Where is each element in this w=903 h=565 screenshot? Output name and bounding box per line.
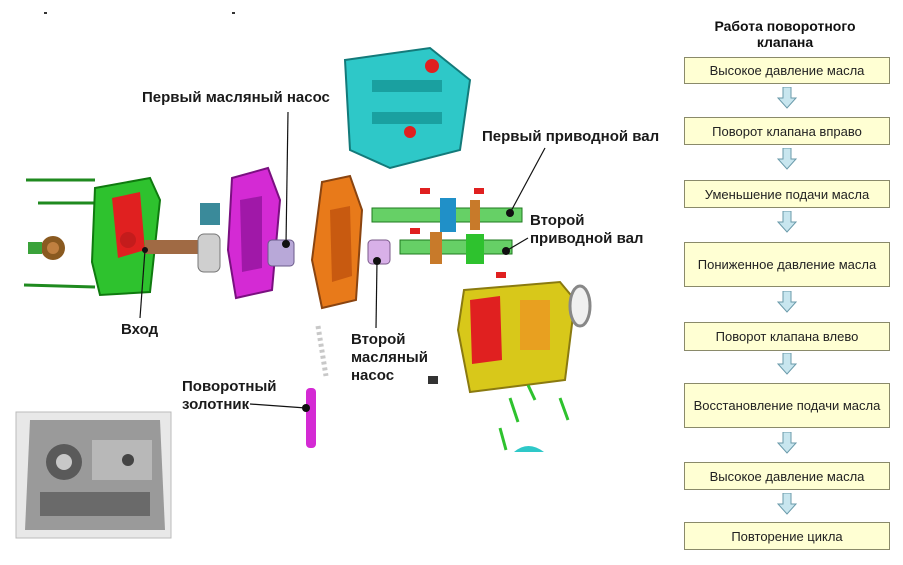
- rotary-spool: [302, 325, 329, 448]
- second-drive-shaft: [399, 232, 513, 264]
- flowchart-title: Работа поворотного клапана: [714, 18, 856, 50]
- magenta-pump-body: [226, 166, 282, 300]
- green-front-cover: [90, 176, 162, 297]
- down-arrow-icon: [777, 291, 797, 313]
- label-rotary-spool: Поворотный золотник: [182, 378, 277, 413]
- yellow-housing: [456, 280, 577, 394]
- label-second-oil-pump: Второй масляный насос: [351, 331, 428, 384]
- corner-marks: [44, 12, 235, 14]
- teal-gear: [200, 203, 220, 225]
- label-second-drive-shaft: Второй приводной вал: [530, 212, 644, 247]
- inlet-shaft: [145, 233, 221, 273]
- photo-inset: [15, 411, 172, 539]
- down-arrow-icon: [777, 353, 797, 375]
- bolts-bottom: [498, 384, 570, 451]
- down-arrow-icon: [777, 211, 797, 233]
- flow-step-8: Повторение цикла: [684, 522, 890, 550]
- leader-lines: [139, 111, 546, 409]
- down-arrow-icon: [777, 432, 797, 454]
- down-arrow-icon: [777, 493, 797, 515]
- flow-step-7: Высокое давление масла: [684, 462, 890, 490]
- down-arrow-icon: [777, 148, 797, 170]
- flow-step-3: Уменьшение подачи масла: [684, 180, 890, 208]
- red-clips: [410, 188, 506, 278]
- label-first-drive-shaft: Первый приводной вал: [482, 128, 660, 145]
- bolts-left: [23, 178, 100, 289]
- pump1-rotor: [267, 239, 295, 267]
- leader-dots: [142, 210, 513, 411]
- small-gear-left: [28, 236, 65, 260]
- label-inlet: Вход: [121, 321, 159, 338]
- flow-step-2: Поворот клапана вправо: [684, 117, 890, 145]
- flow-step-1: Высокое давление масла: [684, 57, 890, 84]
- small-bolt-dark: [428, 376, 438, 384]
- teal-fragment: [514, 446, 544, 452]
- first-drive-shaft: [371, 198, 523, 232]
- cyan-top-cover: [343, 46, 472, 170]
- flow-step-5: Поворот клапана влево: [684, 322, 890, 351]
- label-first-oil-pump: Первый масляный насос: [142, 89, 330, 106]
- orange-housing: [310, 174, 364, 310]
- down-arrow-icon: [777, 87, 797, 109]
- silver-ring: [568, 284, 592, 328]
- flow-step-6: Восстановление подачи масла: [684, 383, 890, 428]
- flow-step-4: Пониженное давление масла: [684, 242, 890, 287]
